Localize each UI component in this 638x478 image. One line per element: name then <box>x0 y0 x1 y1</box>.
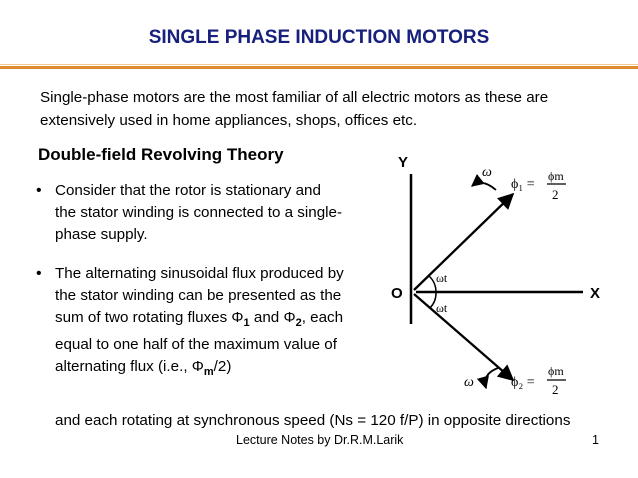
phi1-label: ϕ₁ = <box>511 177 535 192</box>
phi2-frac-num: ϕm <box>548 364 564 378</box>
bullet-dot-icon: • <box>36 182 42 199</box>
rotation-arrow-top <box>471 173 497 191</box>
phi2-frac-den: 2 <box>552 382 559 397</box>
slide-title: SINGLE PHASE INDUCTION MOTORS <box>148 27 490 48</box>
intro-paragraph: Single-phase motors are the most familia… <box>40 89 549 129</box>
angle-label-bottom: ωt <box>436 301 448 315</box>
angle-label-top: ωt <box>436 271 448 285</box>
bullet2-part-a: The alternating sinusoidal flux produced… <box>55 265 344 326</box>
y-axis-label: Y <box>398 154 408 171</box>
bullet2-sub-m: m <box>203 366 214 379</box>
origin-label: O <box>391 285 403 302</box>
page-number: 1 <box>592 433 599 447</box>
angle-arc-top <box>428 275 437 293</box>
continuation-text: and each rotating at synchronous speed (… <box>55 412 571 429</box>
bullet-text-2: The alternating sinusoidal flux produced… <box>55 263 345 383</box>
phi1-frac-num: ϕm <box>548 169 564 183</box>
omega-label-bottom: ω <box>464 375 474 390</box>
section-heading: Double-field Revolving Theory <box>38 145 284 164</box>
footer-credit: Lecture Notes by Dr.R.M.Larik <box>236 433 404 447</box>
phi2-label: ϕ₂ = <box>511 375 535 390</box>
phi1-frac-den: 2 <box>552 187 559 202</box>
bullet-item-1: • Consider that the rotor is stationary … <box>36 180 346 250</box>
bullet2-part-b: and Φ <box>249 309 296 326</box>
bullet2-sub-1: 1 <box>243 317 250 330</box>
title-divider <box>0 66 638 69</box>
bullet2-sub-2: 2 <box>295 317 302 330</box>
phi1-vector <box>413 192 515 291</box>
rotation-arrow-bottom <box>476 367 499 390</box>
omega-label-top: ω <box>482 165 492 180</box>
angle-arc-bottom <box>429 291 437 309</box>
bullet-item-2: • The alternating sinusoidal flux produc… <box>36 263 346 403</box>
flux-vector-diagram: Y X O ωt ωt ω ω ϕ₁ = ϕm 2 ϕ₂ = ϕm 2 <box>391 154 600 397</box>
x-axis-label: X <box>590 285 600 302</box>
bullet2-part-d: /2) <box>213 358 232 376</box>
title-divider-thin <box>0 64 638 65</box>
bullet-dot-icon: • <box>36 265 42 282</box>
phi2-vector <box>413 293 515 382</box>
bullet2-part-c: , each equal to one half of the maximum … <box>55 309 344 376</box>
bullet-text-1: Consider that the rotor is stationary an… <box>55 182 343 243</box>
